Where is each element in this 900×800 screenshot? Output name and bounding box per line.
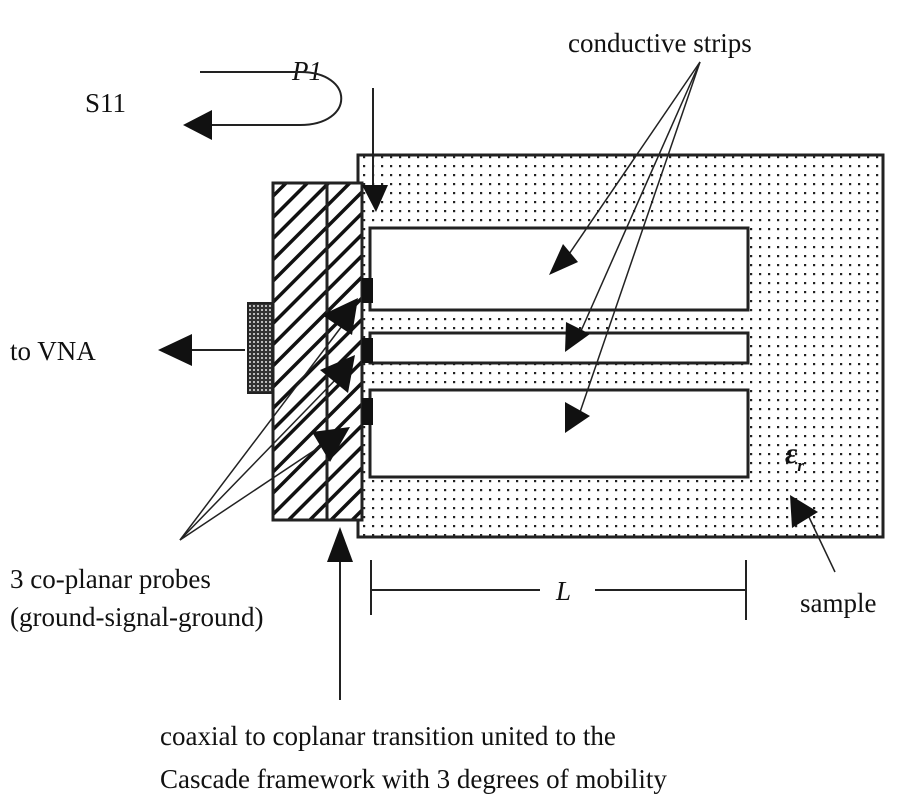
sample-arrow [790, 495, 836, 573]
probe-arrows [179, 298, 358, 541]
probe-tip-ground-bottom [362, 398, 373, 425]
transition-arrow [327, 527, 353, 700]
length-label: L [555, 576, 571, 606]
transition-label-line1: coaxial to coplanar transition united to… [160, 721, 616, 751]
strips-label: conductive strips [568, 28, 752, 58]
probe-tip-signal [362, 338, 373, 363]
probe-tip-ground-top [362, 278, 373, 303]
s11-loop-arrow [183, 71, 343, 140]
s11-label: S11 [85, 88, 126, 118]
permittivity-label: εr [785, 437, 804, 475]
strip-arrows [549, 61, 701, 433]
probes-label-line2: (ground-signal-ground) [10, 602, 263, 632]
probe-block [271, 181, 364, 522]
length-dimension [370, 560, 747, 620]
sample-label: sample [800, 588, 876, 618]
probes-label-line1: 3 co-planar probes [10, 564, 211, 594]
transition-label-line2: Cascade framework with 3 degrees of mobi… [160, 764, 667, 794]
conductive-strip-bottom [368, 388, 750, 479]
p1-arrow [362, 88, 388, 212]
vna-label: to VNA [10, 336, 96, 366]
coax-connector [247, 302, 274, 394]
conductive-strip-middle [368, 331, 750, 365]
vna-arrow [158, 334, 245, 366]
